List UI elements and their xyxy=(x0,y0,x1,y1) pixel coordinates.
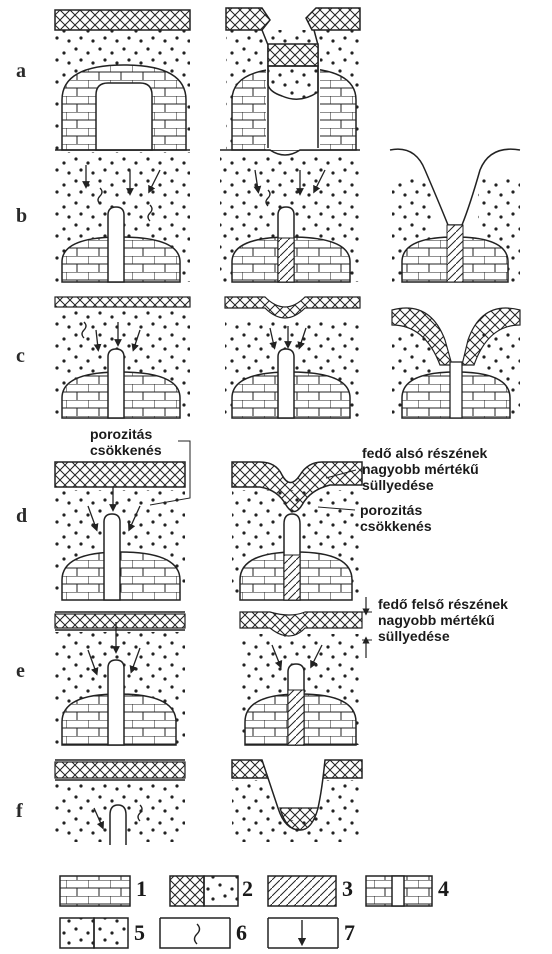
legend-number-1: 1 xyxy=(136,876,147,902)
row-label-c: c xyxy=(16,345,25,368)
legend-swatch-7 xyxy=(268,918,338,948)
annotation-d-left: porozitás csökkenés xyxy=(90,426,162,458)
row-label-b: b xyxy=(16,205,27,228)
legend-swatch-4 xyxy=(366,876,432,906)
legend-swatch-5 xyxy=(60,918,128,948)
row-label-a: a xyxy=(16,60,26,83)
row-b-panel-3 xyxy=(390,149,520,282)
row-d-panel-1 xyxy=(55,441,190,600)
row-e-panel-1 xyxy=(55,612,185,745)
row-c-panel-1 xyxy=(55,297,190,419)
legend-number-4: 4 xyxy=(438,876,449,902)
annotation-e-right: fedő felső részének nagyobb mértékű süll… xyxy=(378,596,508,644)
row-a-panel-1 xyxy=(55,10,190,150)
row-label-f: f xyxy=(16,800,23,823)
legend-number-5: 5 xyxy=(134,920,145,946)
row-label-d: d xyxy=(16,505,27,528)
annotation-d-right-top: fedő alsó részének nagyobb mértékű sülly… xyxy=(362,445,487,493)
legend-swatch-6 xyxy=(160,918,230,948)
row-f-panel-1 xyxy=(55,760,185,845)
legend-number-2: 2 xyxy=(242,876,253,902)
annotation-d-right-bottom: porozitás csökkenés xyxy=(360,502,432,534)
row-label-e: e xyxy=(16,660,25,683)
row-b-panel-2 xyxy=(220,150,360,282)
row-b-panel-1 xyxy=(55,150,190,282)
legend-number-3: 3 xyxy=(342,876,353,902)
legend-number-7: 7 xyxy=(344,920,355,946)
row-e-panel-2 xyxy=(240,597,372,745)
legend-swatch-3 xyxy=(268,876,336,906)
legend-number-6: 6 xyxy=(236,920,247,946)
row-d-panel-2 xyxy=(232,462,362,600)
row-c-panel-3 xyxy=(392,308,520,418)
legend-swatch-2 xyxy=(170,876,238,906)
row-f-panel-2 xyxy=(232,760,362,842)
row-a-panel-2 xyxy=(226,8,360,150)
legend-swatch-1 xyxy=(60,876,130,906)
row-c-panel-2 xyxy=(225,297,360,419)
